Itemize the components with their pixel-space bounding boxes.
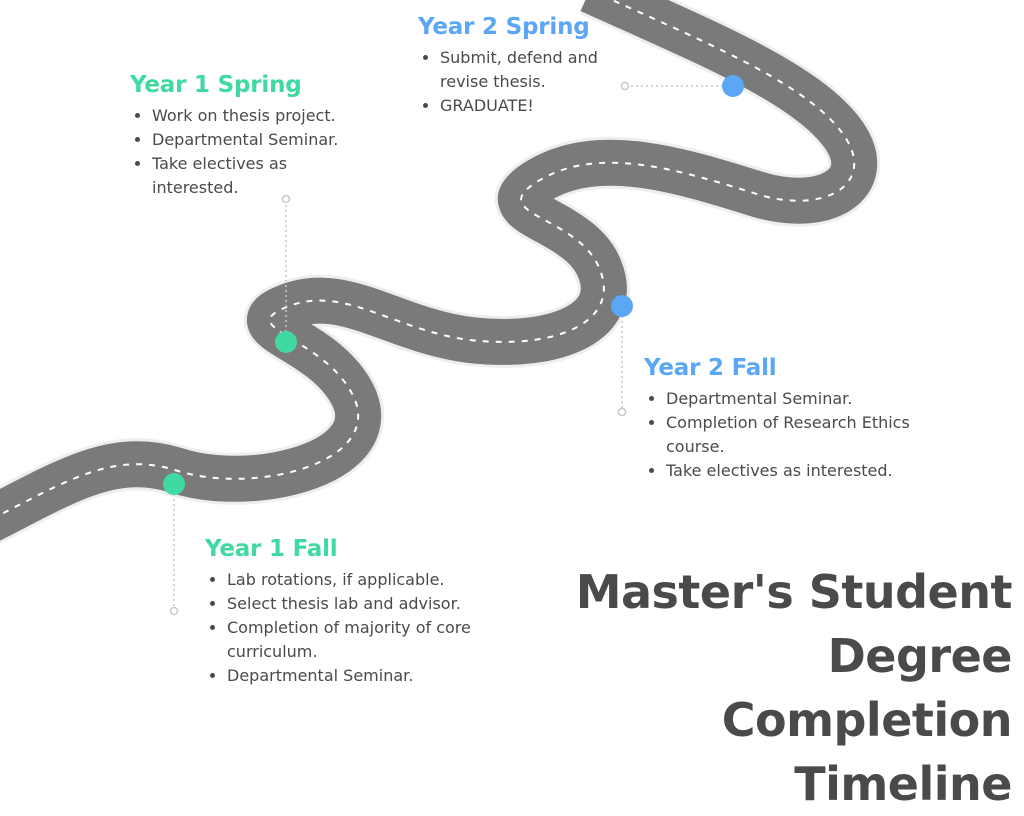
- milestone-heading: Year 2 Spring: [418, 14, 590, 40]
- list-item: Submit, defend and revise thesis.: [440, 46, 628, 94]
- title-line: Degree Completion: [721, 629, 1013, 747]
- milestone-items: Submit, defend and revise thesis. GRADUA…: [418, 46, 628, 118]
- list-item: Completion of Research Ethics course.: [666, 411, 934, 459]
- milestone-year-2-spring: Year 2 Spring Submit, defend and revise …: [418, 14, 628, 118]
- list-item: Take electives as interested.: [152, 152, 360, 200]
- milestone-heading: Year 1 Spring: [130, 72, 302, 98]
- list-item: Departmental Seminar.: [666, 387, 934, 411]
- list-item: Departmental Seminar.: [152, 128, 360, 152]
- connector-end-year-2-spring: [620, 81, 630, 91]
- page-title: Master's Student Degree Completion Timel…: [542, 560, 1013, 816]
- milestone-dot-year-1-spring: [275, 331, 297, 353]
- list-item: Departmental Seminar.: [227, 664, 505, 688]
- connector-end-year-1-spring: [281, 194, 291, 204]
- list-item: Completion of majority of core curriculu…: [227, 616, 505, 664]
- milestone-items: Departmental Seminar. Completion of Rese…: [644, 387, 934, 483]
- road-lane-markings: [0, 0, 854, 525]
- connector-end-year-2-fall: [617, 407, 627, 417]
- milestone-dot-year-2-fall: [611, 295, 633, 317]
- milestone-dot-year-2-spring: [722, 75, 744, 97]
- milestone-items: Work on thesis project. Departmental Sem…: [130, 104, 360, 200]
- milestone-items: Lab rotations, if applicable. Select the…: [205, 568, 505, 688]
- milestone-dot-year-1-fall: [163, 473, 185, 495]
- title-line: Master's Student: [575, 565, 1013, 619]
- milestone-year-1-fall: Year 1 Fall Lab rotations, if applicable…: [205, 536, 505, 688]
- list-item: Lab rotations, if applicable.: [227, 568, 505, 592]
- list-item: Work on thesis project.: [152, 104, 360, 128]
- milestone-heading: Year 1 Fall: [205, 536, 338, 562]
- list-item: GRADUATE!: [440, 94, 628, 118]
- title-line: Timeline: [794, 757, 1012, 811]
- timeline-road-diagram: [0, 0, 881, 616]
- milestone-heading: Year 2 Fall: [644, 355, 777, 381]
- list-item: Select thesis lab and advisor.: [227, 592, 505, 616]
- milestone-year-2-fall: Year 2 Fall Departmental Seminar. Comple…: [644, 355, 934, 483]
- connector-end-year-1-fall: [169, 606, 179, 616]
- list-item: Take electives as interested.: [666, 459, 934, 483]
- milestone-year-1-spring: Year 1 Spring Work on thesis project. De…: [130, 72, 360, 200]
